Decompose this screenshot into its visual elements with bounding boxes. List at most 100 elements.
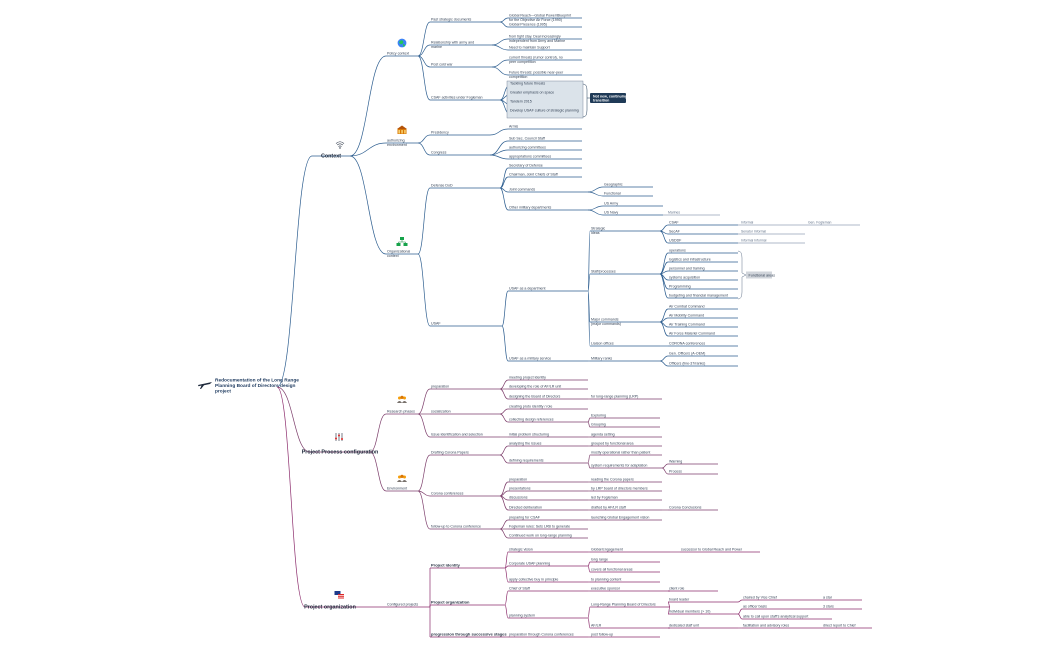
planning-system[interactable]: planning system [509,614,535,618]
joint-commands-label[interactable]: Joint commands [509,188,535,192]
staff-process-item[interactable]: budgeting and financial management [669,294,728,298]
environment-label[interactable]: Environment [387,487,407,491]
corona-paper-sub[interactable]: Warning [669,460,682,464]
dod-label[interactable]: Defense DoD [431,184,453,188]
dod-item[interactable]: Secretary of Defense [509,164,543,168]
chief-of-staff[interactable]: Chief of Staff [509,587,530,591]
followup-item[interactable]: Fogleman rules: Sets LRB to generate [509,525,570,529]
military-rank-item[interactable]: Gen. Officers (A-OEM) [669,352,705,356]
research-phases-label[interactable]: Research phases [387,410,415,414]
other-departments-label[interactable]: Other military departments [509,206,552,210]
conference-item[interactable]: Directed deliberation [509,506,542,510]
preparation-label[interactable]: preparation [431,385,449,389]
congress-item[interactable]: appropriations committees [509,155,551,159]
progression-item[interactable]: preparation through Corona conferences [509,633,574,637]
section-context[interactable]: Context [321,154,341,160]
major-command-item[interactable]: Air Mobility Command [669,314,704,318]
strategic-idea-item[interactable]: USDDF [669,239,682,243]
presidency-item[interactable]: Armis [509,125,518,129]
conference-note[interactable]: reading the Corona papers [591,478,634,482]
followup-item[interactable]: Continued work on long-range planning [509,534,572,538]
board-item[interactable]: individual members (> 10) [669,610,710,614]
major-command-item[interactable]: Air Training Command [669,323,705,327]
congress-item[interactable]: authorizing committees [509,146,546,150]
joint-command-item[interactable]: Functional [604,192,621,196]
major-command-item[interactable]: Air Combat Command [669,305,705,309]
identity-item[interactable]: Corporate USAF planning [509,562,550,566]
csaf-activity-item[interactable]: Develop USAF culture of strategic planni… [510,109,579,113]
staff-process-item[interactable]: operations [669,249,686,253]
relationship-item[interactable]: Need to maintain Support [509,46,550,50]
csaf-activity-item[interactable]: Tandem 2015 [510,100,532,104]
corona-paper-note[interactable]: system requirements for adaptation [591,464,647,468]
major-commands-label[interactable]: Major commands(major commands) [591,318,621,326]
other-department-item[interactable]: US Army [604,202,618,206]
conference-note[interactable]: drafted by AF/LR staff [591,506,626,510]
af-lr-far[interactable]: direct report to Chief [823,624,856,628]
progression-label[interactable]: progression through successive stages [431,632,507,637]
configured-projects-label[interactable]: Configured projects [387,603,418,607]
preparation-item[interactable]: meeting project identity [509,376,546,380]
corona-papers-label[interactable]: Drafting Corona Papers [431,451,469,455]
issue-identification-label[interactable]: Issue identification and selection [431,433,483,437]
board-item[interactable]: board leader [669,598,690,602]
board-note[interactable]: as officer basis [743,605,767,609]
conference-item[interactable]: discussions [509,496,528,500]
socialization-sub[interactable]: Exploring [591,414,606,418]
staff-process-item[interactable]: systems acquisition [669,276,700,280]
identity-item[interactable]: strategic vision [509,548,533,552]
issue-item[interactable]: initial problem structuring [509,433,549,437]
strategic-idea-note[interactable]: Senator Informal [741,230,766,234]
staff-processes-label[interactable]: Staff/processes [591,270,616,274]
military-ranks-label[interactable]: Military ranks [591,357,612,361]
client-role[interactable]: client role [669,587,684,591]
socialization-sub[interactable]: Grouping [591,423,606,427]
conference-note[interactable]: by LRP board of directors members [591,487,648,491]
executive-sponsor[interactable]: executive sponsor [591,587,621,591]
liaison-label[interactable]: Liaison offices [591,342,614,346]
policy-strategic-docs[interactable]: Past strategic documents [431,18,472,22]
project-identity-label[interactable]: Project identity [431,563,461,568]
af-lr[interactable]: AF/LR [591,624,602,628]
board-note[interactable]: able to call upon staff's analytical sup… [743,615,808,619]
preparation-item[interactable]: developing the role of AF/LR unit [509,385,561,389]
callout-box[interactable] [590,93,626,103]
corona-paper-note[interactable]: grouped by functional area [591,442,634,446]
identity-note[interactable]: Global Engagement [591,548,623,552]
marines-note[interactable]: Marines [668,211,680,215]
strategic-idea-note-b[interactable]: Gen. Fogleman [808,221,831,225]
staff-process-item[interactable]: logistics and infrastructure [669,258,711,262]
identity-note[interactable]: long range [591,558,608,562]
board-extra[interactable]: a star [823,596,833,600]
section-process[interactable]: Project Process configuration [302,450,379,456]
policy-csaf-activities[interactable]: CSAF activities under Fogleman [431,96,483,100]
csaf-activity-item[interactable]: Tackling future threats [510,82,545,86]
identity-note[interactable]: covers all functional areas [591,568,633,572]
issue-sub[interactable]: agenda setting [591,433,615,437]
socialization-item[interactable]: creating proto identity / role [509,405,552,409]
preparation-item[interactable]: designing the Board of Directors [509,395,561,399]
conference-item[interactable]: preparation [509,478,527,482]
staff-process-item[interactable]: Programming [669,285,691,289]
strategic-idea-note[interactable]: Informal [741,221,753,225]
corona-paper-item[interactable]: analyzing the issues [509,442,542,446]
congress-item[interactable]: Sub Sec. Council Staff [509,137,545,141]
policy-post-cold-war[interactable]: Post cold war [431,63,453,67]
staff-process-item[interactable]: personnel and training [669,267,705,271]
congress-label[interactable]: Congress [431,151,447,155]
strategic-idea-note[interactable]: Informal Informal [741,239,767,243]
usaf-department-label[interactable]: USAF as a department [509,287,546,291]
functional-areas-text[interactable]: Functional areas [749,273,776,277]
csaf-activity-item[interactable]: Greater emphasis on space [510,91,554,95]
followup-item[interactable]: preparing for CSAF [509,516,541,520]
board-note[interactable]: chaired by Vice Chief [743,596,777,600]
